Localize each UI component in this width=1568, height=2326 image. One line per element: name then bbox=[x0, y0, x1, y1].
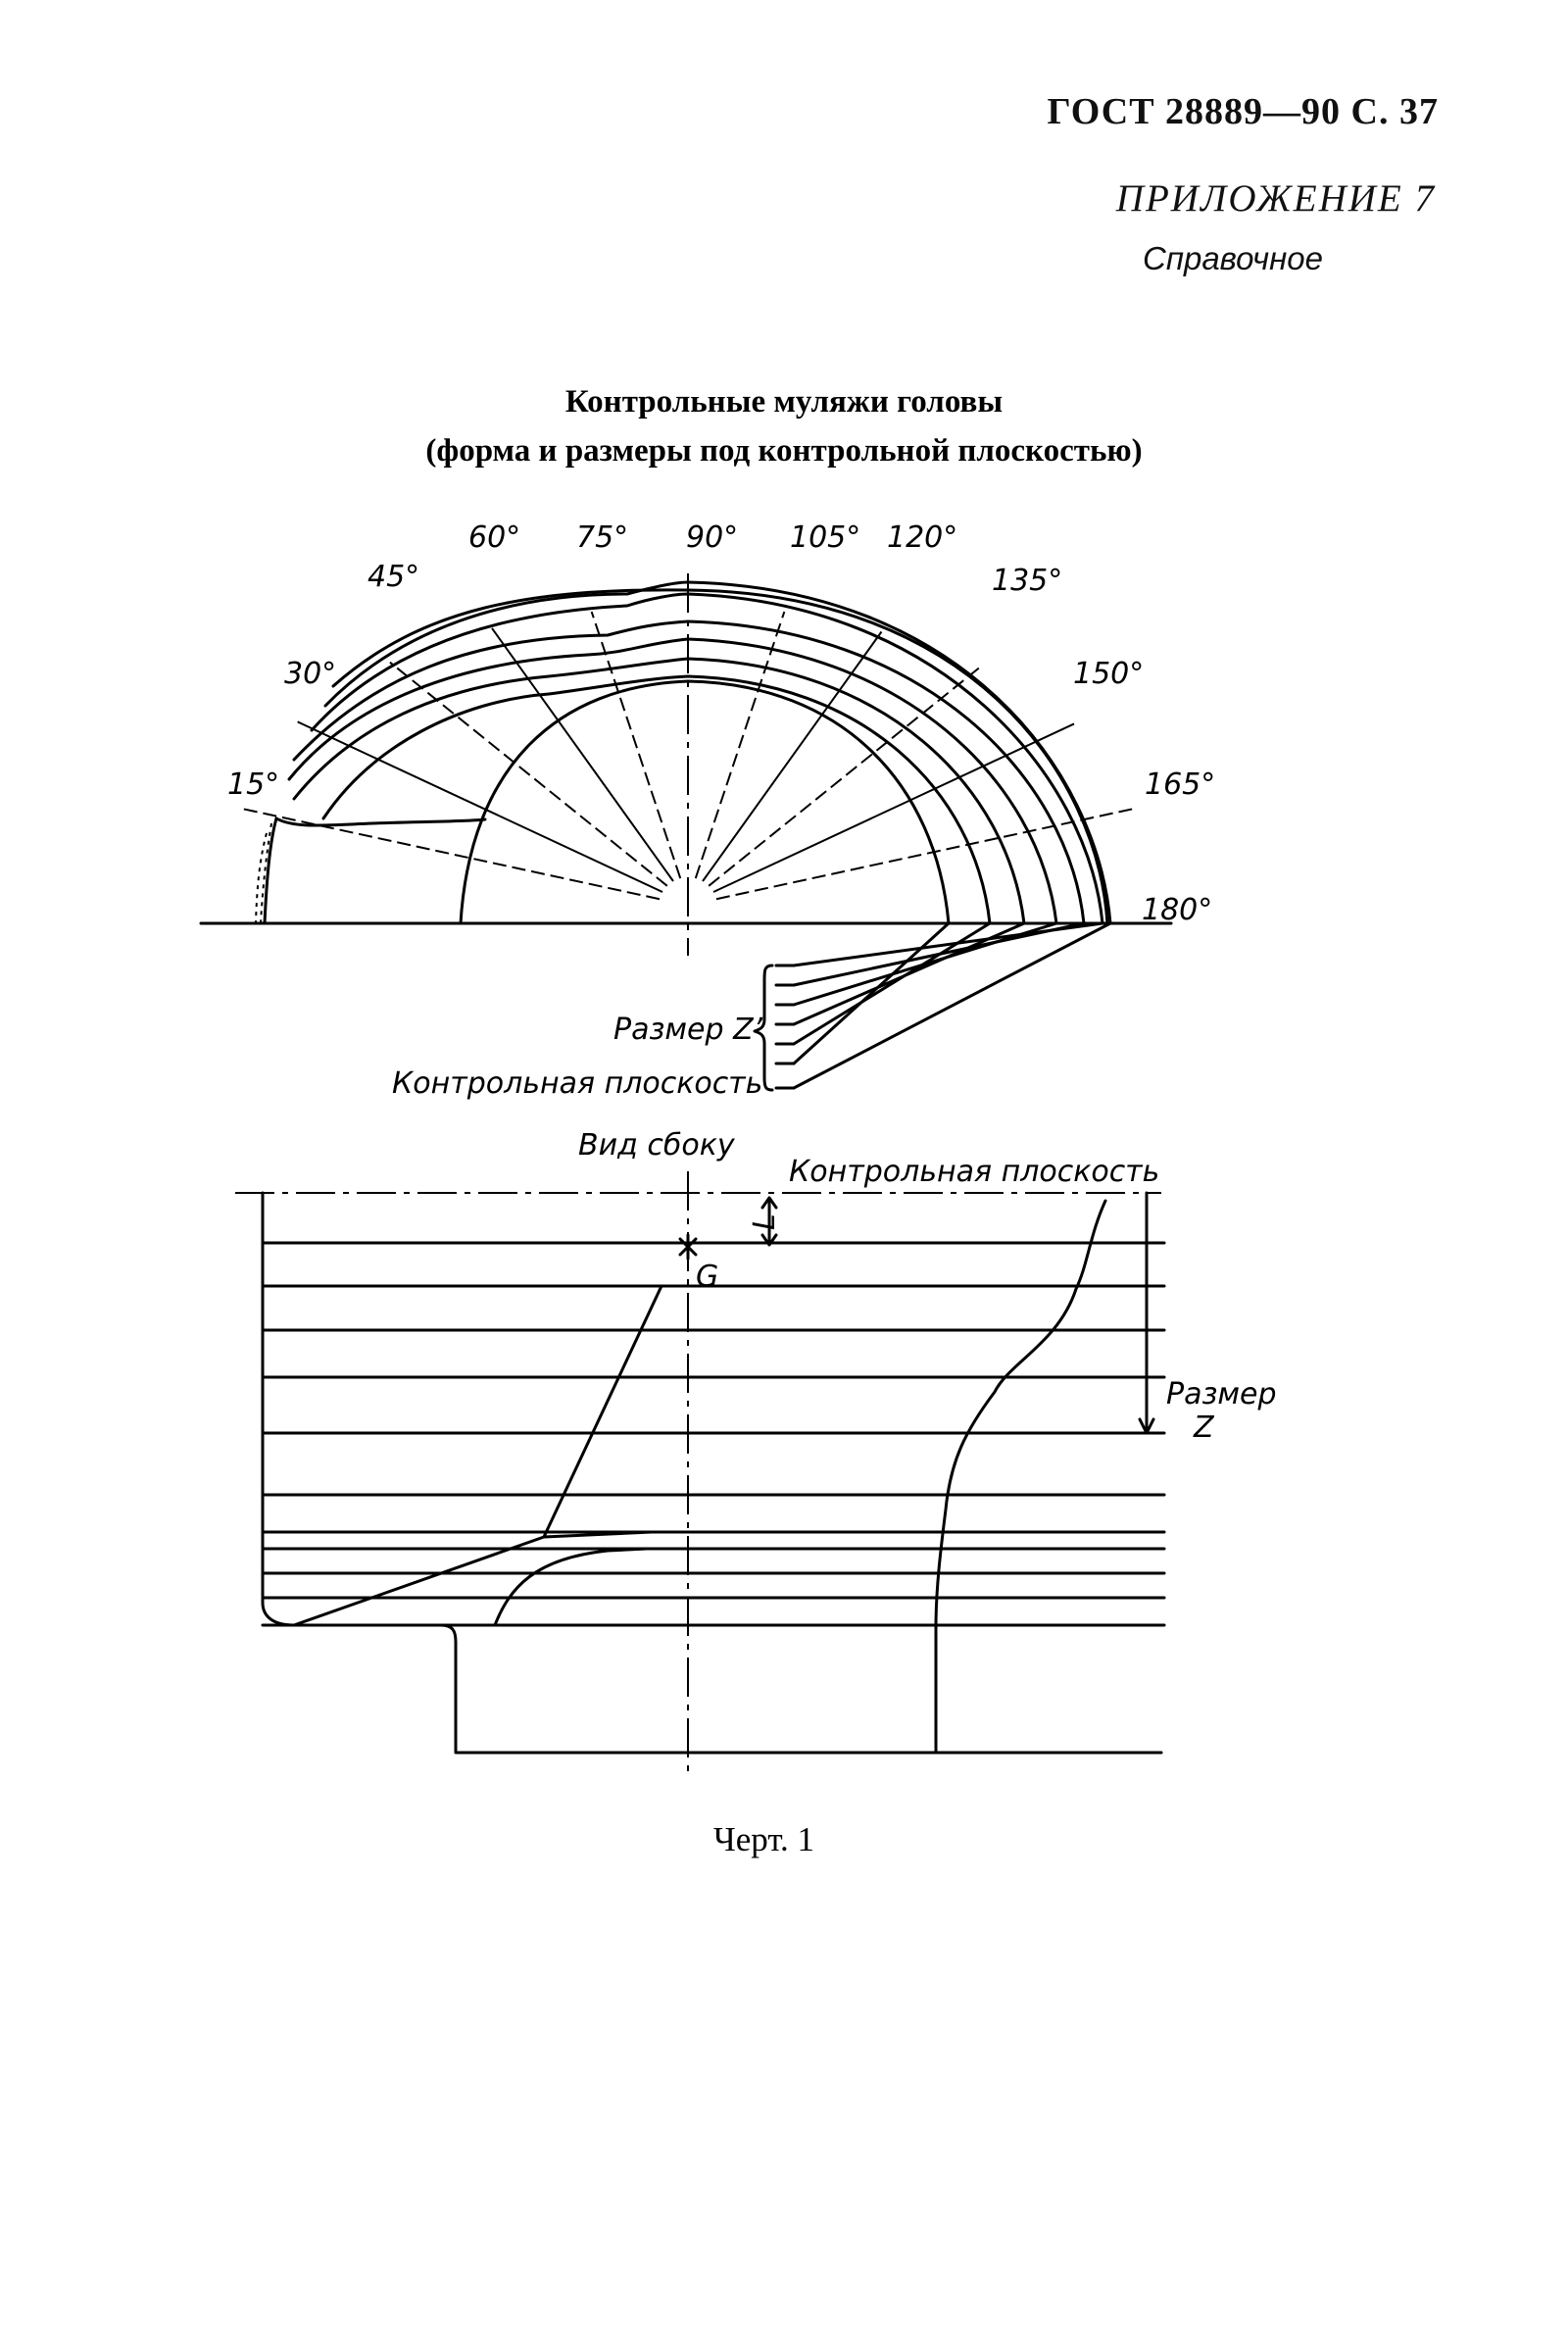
angle-label-105: 105° bbox=[790, 520, 860, 555]
angle-label-75: 75° bbox=[576, 520, 628, 555]
point-G-label: G bbox=[696, 1260, 718, 1294]
angle-label-120: 120° bbox=[887, 520, 957, 555]
angle-label-15: 15° bbox=[227, 767, 279, 802]
size-z-label-2: Z bbox=[1193, 1410, 1215, 1445]
head-contours bbox=[287, 580, 1112, 925]
leader-line bbox=[792, 921, 992, 1046]
angle-ray-105 bbox=[694, 611, 786, 879]
size-z-label-1: Размер bbox=[1166, 1377, 1277, 1411]
angle-label-60: 60° bbox=[468, 520, 520, 555]
figure-title: Контрольные муляжи головы (форма и разме… bbox=[0, 377, 1568, 475]
angle-label-150: 150° bbox=[1073, 657, 1144, 691]
face-profile bbox=[255, 817, 487, 925]
contour bbox=[292, 619, 1086, 925]
leader-line bbox=[774, 964, 796, 1090]
figure-title-line-1: Контрольные муляжи головы bbox=[564, 384, 1004, 420]
angle-ray-75 bbox=[590, 611, 682, 879]
face-dotted-line bbox=[260, 822, 272, 924]
contour bbox=[321, 674, 992, 925]
angle-label-180: 180° bbox=[1142, 893, 1212, 927]
profile-curve bbox=[542, 1530, 654, 1539]
face-dotted-line bbox=[255, 832, 268, 924]
appendix-heading: ПРИЛОЖЕНИЕ 7 bbox=[1115, 177, 1436, 220]
size-lines bbox=[261, 1241, 1166, 1627]
angle-ray-120 bbox=[702, 630, 883, 882]
profile-curve bbox=[934, 1199, 1107, 1755]
angle-label-165: 165° bbox=[1145, 767, 1215, 802]
angle-ray-150 bbox=[712, 722, 1075, 893]
angle-label-30: 30° bbox=[284, 657, 336, 691]
angle-ray-60 bbox=[491, 627, 674, 882]
brace bbox=[753, 964, 774, 1092]
leader-line bbox=[792, 921, 951, 1065]
contour bbox=[459, 679, 951, 925]
appendix-kind: Справочное bbox=[1142, 240, 1323, 276]
angle-label-45: 45° bbox=[368, 560, 419, 594]
point-G-marker bbox=[678, 1233, 698, 1261]
angle-ray-45 bbox=[389, 661, 668, 887]
angle-label-135: 135° bbox=[992, 564, 1062, 598]
control-plane-label-top: Контрольная плоскость bbox=[392, 1066, 762, 1101]
contour bbox=[331, 588, 1109, 925]
side-view-label: Вид сбоку bbox=[578, 1128, 736, 1163]
dimension-L bbox=[760, 1196, 778, 1247]
side-view: Вид сбоку Контрольная плоскость L G bbox=[235, 1128, 1277, 1774]
contour bbox=[292, 657, 1026, 925]
angle-ray-15 bbox=[242, 808, 661, 901]
contour bbox=[287, 637, 1058, 925]
angle-rays bbox=[242, 611, 1134, 901]
outer-profile bbox=[261, 1191, 1163, 1755]
angle-ray-135 bbox=[708, 667, 980, 887]
top-view: 15° 30° 45° 60° 75° 90° 105° 120° 135° 1… bbox=[199, 520, 1215, 1101]
angle-ray-165 bbox=[715, 808, 1134, 901]
contour bbox=[310, 592, 1104, 925]
face-line bbox=[274, 817, 487, 827]
size-z-prime-leaders bbox=[753, 921, 1112, 1092]
figure-caption: Черт. 1 bbox=[713, 1820, 814, 1858]
leader-line bbox=[792, 921, 1112, 1090]
dimension-L-label: L bbox=[748, 1213, 782, 1230]
profile-curve bbox=[493, 1547, 649, 1627]
contour bbox=[323, 580, 1112, 925]
angle-ray-30 bbox=[297, 720, 663, 893]
size-z-prime-label: Размер Z’ bbox=[613, 1013, 763, 1047]
angle-labels: 15° 30° 45° 60° 75° 90° 105° 120° 135° 1… bbox=[227, 520, 1215, 927]
standard-reference: ГОСТ 28889—90 С. 37 bbox=[1047, 91, 1439, 132]
figure-title-line-2: (форма и размеры под контрольной плоскос… bbox=[425, 433, 1143, 469]
dimension-Z bbox=[1138, 1191, 1155, 1435]
angle-label-90: 90° bbox=[686, 520, 738, 555]
control-plane-label-side: Контрольная плоскость bbox=[789, 1155, 1159, 1189]
face-line bbox=[263, 817, 278, 925]
